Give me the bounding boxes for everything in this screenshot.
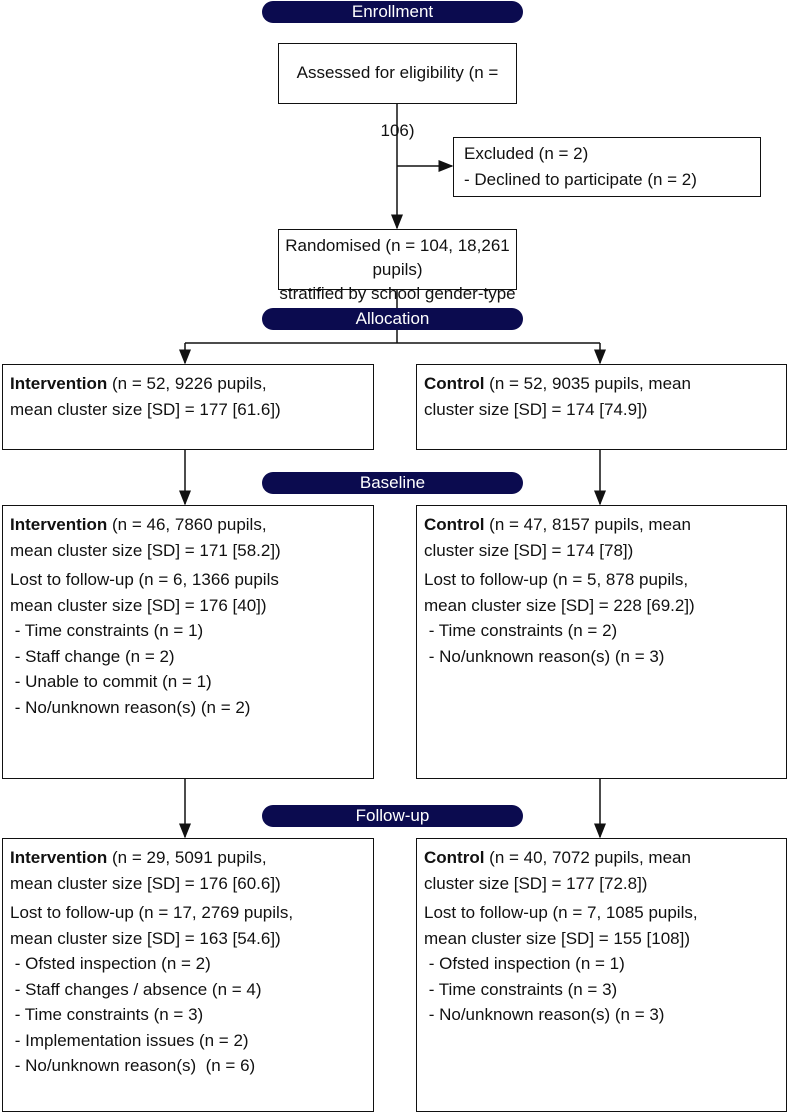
stage-allocation: Allocation bbox=[262, 308, 523, 330]
lost-cluster-size: mean cluster size [SD] = 176 [40]) bbox=[10, 595, 267, 615]
reason: - Staff change (n = 2) bbox=[10, 646, 175, 666]
cluster-size: cluster size [SD] = 174 [74.9]) bbox=[424, 399, 648, 419]
cluster-size: cluster size [SD] = 177 [72.8]) bbox=[424, 873, 648, 893]
cluster-size: mean cluster size [SD] = 171 [58.2]) bbox=[10, 540, 281, 560]
lost-to-followup: Lost to follow-up (n = 6, 1366 pupils bbox=[10, 570, 279, 589]
group-label: Intervention bbox=[10, 848, 108, 867]
lost-to-followup: Lost to follow-up (n = 7, 1085 pupils, bbox=[424, 903, 698, 922]
assessed-box: Assessed for eligibility (n = 106) bbox=[278, 43, 517, 140]
group-summary: (n = 29, 5091 pupils, bbox=[107, 848, 267, 867]
randomised-box: Randomised (n = 104, 18,261 pupils) stra… bbox=[278, 229, 517, 303]
reason: - Ofsted inspection (n = 2) bbox=[10, 954, 211, 973]
group-summary: (n = 40, 7072 pupils, mean bbox=[484, 848, 691, 867]
reason: - No/unknown reason(s) (n = 6) bbox=[10, 1056, 256, 1075]
group-label: Control bbox=[424, 515, 485, 534]
reason: - No/unknown reason(s) (n = 3) bbox=[424, 646, 665, 666]
cluster-size: mean cluster size [SD] = 176 [60.6]) bbox=[10, 873, 281, 893]
group-summary: (n = 47, 8157 pupils, mean bbox=[484, 515, 691, 534]
assessed-text: Assessed for eligibility (n = 106) bbox=[296, 63, 499, 140]
group-label: Control bbox=[424, 374, 485, 393]
group-summary: (n = 46, 7860 pupils, bbox=[107, 515, 267, 534]
excluded-box: Excluded (n = 2) - Declined to participa… bbox=[453, 137, 761, 197]
stage-baseline: Baseline bbox=[262, 472, 523, 494]
cluster-size: cluster size [SD] = 174 [78]) bbox=[424, 540, 634, 560]
reason: - Time constraints (n = 3) bbox=[424, 979, 618, 999]
baseline-intervention-box: Intervention (n = 46, 7860 pupils, mean … bbox=[2, 505, 374, 779]
lost-cluster-size: mean cluster size [SD] = 228 [69.2]) bbox=[424, 595, 695, 615]
group-summary: (n = 52, 9035 pupils, mean bbox=[484, 374, 691, 393]
reason: - Implementation issues (n = 2) bbox=[10, 1030, 249, 1050]
stage-enrollment: Enrollment bbox=[262, 1, 523, 23]
reason: - Ofsted inspection (n = 1) bbox=[424, 954, 625, 973]
reason: - Time constraints (n = 2) bbox=[424, 621, 618, 640]
lost-cluster-size: mean cluster size [SD] = 163 [54.6]) bbox=[10, 928, 281, 948]
group-label: Intervention bbox=[10, 374, 108, 393]
allocation-intervention-box: Intervention (n = 52, 9226 pupils, mean … bbox=[2, 364, 374, 450]
lost-to-followup: Lost to follow-up (n = 5, 878 pupils, bbox=[424, 570, 689, 589]
lost-to-followup: Lost to follow-up (n = 17, 2769 pupils, bbox=[10, 903, 294, 922]
group-label: Control bbox=[424, 848, 485, 867]
excluded-reason: - Declined to participate (n = 2) bbox=[464, 169, 697, 189]
excluded-title: Excluded (n = 2) bbox=[464, 144, 589, 163]
baseline-control-box: Control (n = 47, 8157 pupils, mean clust… bbox=[416, 505, 787, 779]
lost-cluster-size: mean cluster size [SD] = 155 [108]) bbox=[424, 928, 690, 948]
randomised-line-1: Randomised (n = 104, 18,261 pupils) bbox=[285, 236, 510, 279]
reason: - Unable to commit (n = 1) bbox=[10, 672, 212, 691]
followup-control-box: Control (n = 40, 7072 pupils, mean clust… bbox=[416, 838, 787, 1112]
reason: - No/unknown reason(s) (n = 2) bbox=[10, 697, 251, 717]
followup-intervention-box: Intervention (n = 29, 5091 pupils, mean … bbox=[2, 838, 374, 1112]
group-summary: (n = 52, 9226 pupils, bbox=[107, 374, 267, 393]
reason: - Staff changes / absence (n = 4) bbox=[10, 979, 262, 999]
stage-followup: Follow-up bbox=[262, 805, 523, 827]
allocation-control-box: Control (n = 52, 9035 pupils, mean clust… bbox=[416, 364, 787, 450]
cluster-size: mean cluster size [SD] = 177 [61.6]) bbox=[10, 399, 281, 419]
randomised-line-2: stratified by school gender-type bbox=[279, 284, 516, 303]
group-label: Intervention bbox=[10, 515, 108, 534]
reason: - No/unknown reason(s) (n = 3) bbox=[424, 1005, 665, 1024]
reason: - Time constraints (n = 3) bbox=[10, 1005, 204, 1024]
reason: - Time constraints (n = 1) bbox=[10, 621, 204, 640]
